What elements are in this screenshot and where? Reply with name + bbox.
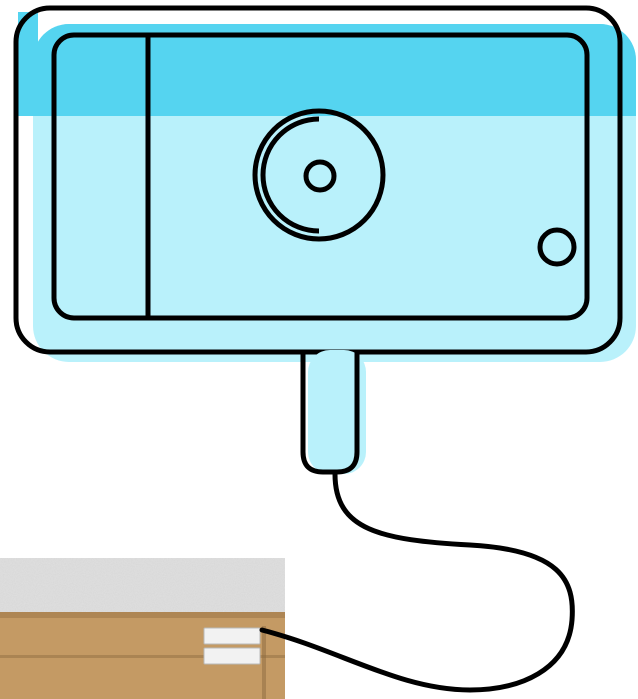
door-frame-shadow — [0, 612, 285, 618]
camera-device-icon — [13, 5, 636, 362]
connector-plug-icon — [300, 350, 366, 475]
door-frame-photo — [0, 558, 285, 699]
device-outline — [13, 5, 623, 355]
device-top-band — [33, 24, 636, 116]
cable-icon — [259, 471, 575, 693]
device-top-band-left — [18, 12, 38, 116]
connector-outline — [300, 350, 360, 475]
door-frame-gap — [0, 655, 285, 658]
door-frame-edge — [262, 626, 266, 699]
indicator-light-icon — [537, 227, 577, 267]
door-magnet-icon — [203, 647, 261, 665]
connector-fill — [308, 350, 366, 474]
device-inner-panel — [51, 32, 590, 321]
wall-texture — [0, 558, 285, 618]
door-sensor-icon — [203, 627, 261, 645]
lens-dial-icon — [252, 108, 386, 242]
